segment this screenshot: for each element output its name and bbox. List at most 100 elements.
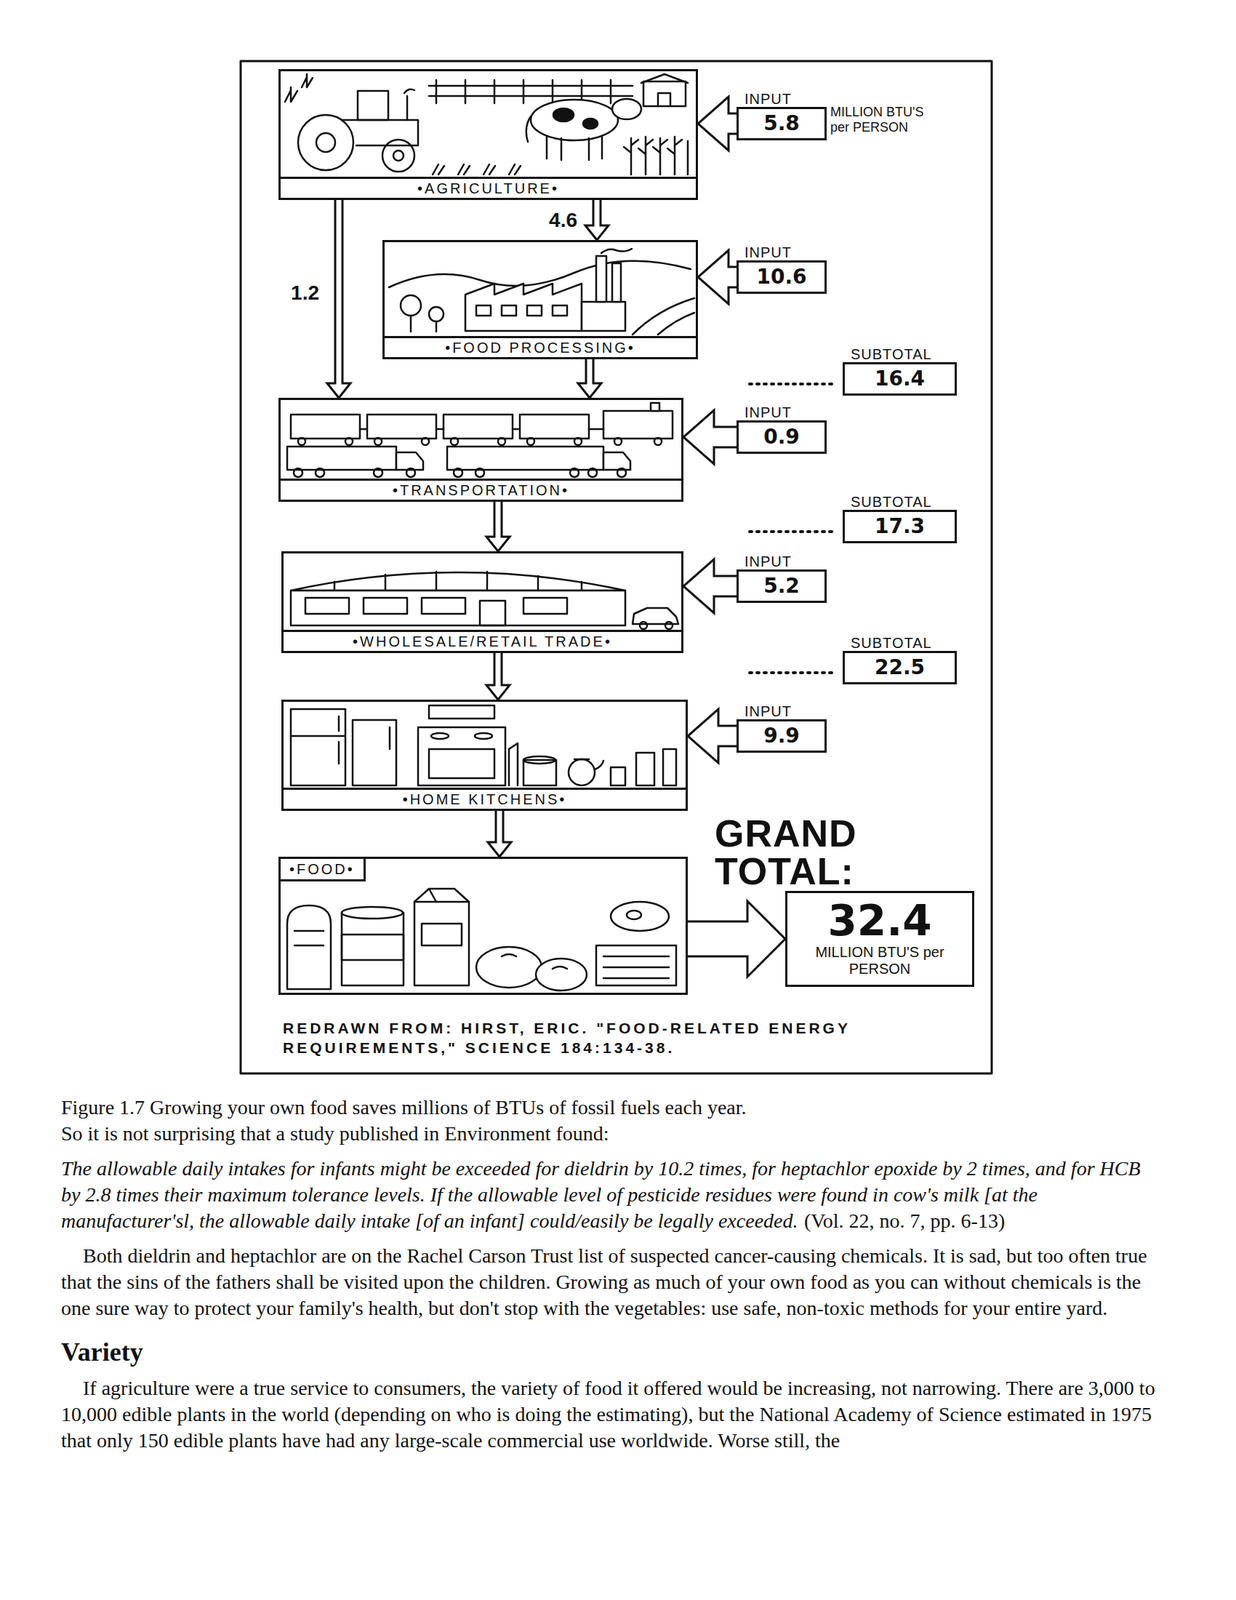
block-arrow (486, 652, 510, 700)
kitchen-illustration-part (418, 727, 506, 786)
kitchen-illustration-part (610, 767, 626, 786)
grand-total-box: GRAND TOTAL:32.4MILLION BTU'S per PERSON (785, 890, 975, 987)
block-arrow (697, 250, 737, 304)
flow-value: 1.2 (288, 281, 322, 305)
food-illustration-part (476, 946, 542, 988)
subtotal-leader-part (749, 382, 837, 386)
supermarket-illustration-part (290, 590, 626, 626)
supermarket-illustration-part (305, 597, 568, 626)
stage-box: •WHOLESALE/RETAIL TRADE• (281, 551, 684, 653)
input-value: 0.9 (763, 424, 800, 450)
train-truck-illustration-part (374, 437, 382, 445)
train-truck-illustration-part (475, 468, 485, 477)
block-arrow (687, 900, 786, 977)
supermarket-illustration-part (665, 621, 673, 629)
paragraph: The allowable daily intakes for infants … (61, 1155, 1159, 1234)
train-truck-illustration-part (293, 468, 303, 477)
factory-illustration-part (596, 255, 607, 302)
farm-illustration-part (432, 164, 521, 175)
train-truck-illustration-part (345, 437, 353, 445)
unit-label: MILLION BTU'S per PERSON (796, 943, 964, 978)
train-truck-illustration-part (498, 437, 506, 445)
train-truck-illustration-part (287, 446, 397, 470)
input-box: INPUT10.6 (736, 260, 827, 294)
train-truck-illustration-part (519, 414, 589, 439)
kitchen-illustration-part (663, 748, 677, 786)
train-truck-illustration-part (359, 428, 604, 431)
diagram-frame-part (240, 61, 992, 1074)
train-truck-illustration-part (315, 468, 325, 477)
input-heading: INPUT (744, 90, 792, 107)
train-truck-illustration-part (406, 468, 416, 477)
food-illustration-part (626, 910, 642, 920)
factory-illustration-part (428, 306, 444, 322)
farm-illustration-part (641, 74, 688, 107)
train-truck-illustration-part (570, 468, 579, 477)
food-illustration-part (414, 901, 469, 986)
factory-illustration-part (476, 305, 568, 316)
train-truck-illustration-part (373, 468, 383, 477)
train-truck-illustration (287, 402, 673, 477)
train-truck-illustration-part (290, 414, 360, 439)
input-box: INPUT5.8MILLION BTU'S per PERSON (736, 106, 827, 141)
train-truck-illustration-part (614, 437, 622, 445)
unit-label: MILLION BTU'S per PERSON (830, 104, 929, 136)
farm-illustration-part (583, 118, 598, 129)
stage-box: •AGRICULTURE• (278, 69, 698, 200)
farm-illustration-part (404, 89, 415, 120)
farm-illustration-part (526, 116, 603, 160)
input-box: INPUT9.9 (736, 719, 827, 753)
input-heading: INPUT (744, 404, 792, 421)
stage-label: •WHOLESALE/RETAIL TRADE• (283, 629, 682, 651)
input-box: INPUT5.2 (736, 569, 827, 603)
stage-box: •FOOD• (278, 856, 688, 995)
body-text: Both dieldrin and heptachlor are on the … (61, 1243, 1148, 1319)
farm-illustration-part (428, 85, 633, 96)
kitchen-illustration-part (574, 759, 604, 770)
input-value: 5.2 (763, 573, 800, 599)
food-illustration-part (341, 934, 404, 960)
paragraph: So it is not surprising that a study pub… (61, 1120, 1159, 1147)
heading-block: Variety (61, 1335, 1159, 1368)
grand-total-value: 32.4 (796, 897, 964, 944)
block-arrow (585, 199, 609, 240)
stage-box: •HOME KITCHENS• (281, 699, 688, 811)
farm-illustration-part (382, 139, 415, 172)
farm-illustration-part (553, 108, 574, 122)
train-truck-illustration-part (603, 452, 631, 470)
body-text: So it is not surprising that a study pub… (61, 1121, 610, 1145)
kitchen-illustration-part (352, 719, 397, 786)
food-illustration-part (596, 945, 677, 986)
stage-label: •FOOD• (280, 858, 366, 882)
train-truck-illustration-part (421, 437, 429, 445)
factory-illustration-part (400, 295, 421, 316)
farm-illustration-part (298, 114, 354, 171)
train-truck-illustration-part (527, 437, 535, 445)
factory-illustration-part (435, 321, 438, 332)
stage-box: •TRANSPORTATION• (278, 397, 684, 502)
food-illustration-part (603, 956, 669, 978)
stage-label: •FOOD PROCESSING• (384, 335, 696, 357)
factory-illustration-part (465, 283, 582, 331)
block-arrow (578, 359, 602, 398)
factory-illustration (388, 248, 695, 335)
food-illustration-part (421, 923, 462, 946)
block-arrow (327, 199, 351, 398)
subtotal-heading: SUBTOTAL (850, 346, 933, 363)
food-illustration-part (610, 901, 669, 931)
supermarket-illustration-part (290, 572, 626, 591)
farm-illustration-part (530, 99, 618, 141)
food-illustration-part (414, 888, 469, 902)
input-heading: INPUT (744, 703, 792, 720)
kitchen-illustration-part (523, 756, 556, 764)
factory-illustration-part (410, 315, 413, 332)
subtotal-leader-part (749, 671, 837, 674)
supermarket-illustration-part (632, 607, 679, 624)
kitchen-illustration-part (290, 708, 346, 786)
body-text: If agriculture were a true service to co… (61, 1376, 1156, 1452)
food-illustration-part (294, 930, 324, 946)
farm-illustration-part (623, 136, 688, 175)
train-truck-illustration-part (574, 437, 582, 445)
stage-label: •HOME KITCHENS• (283, 787, 686, 809)
factory-illustration-part (612, 263, 621, 302)
